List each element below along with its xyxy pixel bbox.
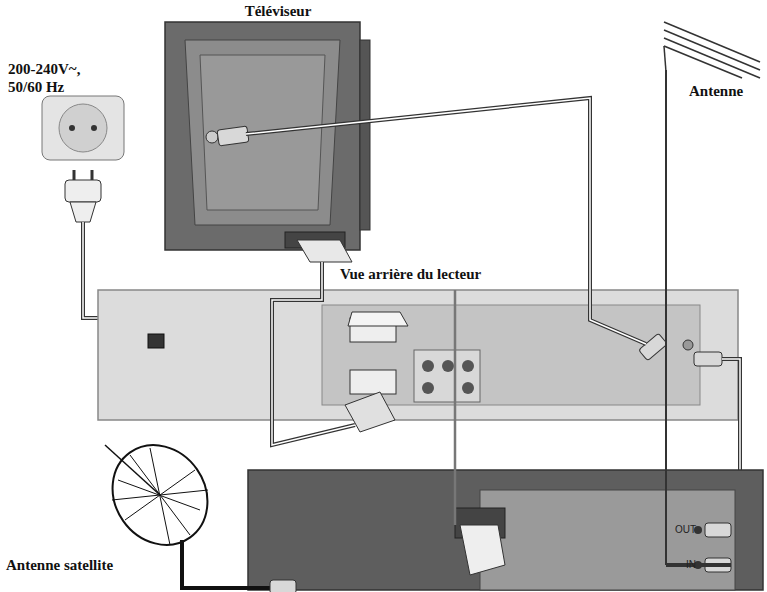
port-label: IN (680, 559, 696, 571)
device-label: Téléviseur (208, 2, 348, 20)
satellite-label: Antenne satellite (6, 556, 156, 574)
port-label: OUT (672, 524, 696, 536)
antenna-label: Antenne (689, 82, 764, 100)
power-label: 200-240V~, 50/60 Hz (8, 60, 100, 96)
view-label: Vue arrière du lecteur (340, 265, 560, 283)
